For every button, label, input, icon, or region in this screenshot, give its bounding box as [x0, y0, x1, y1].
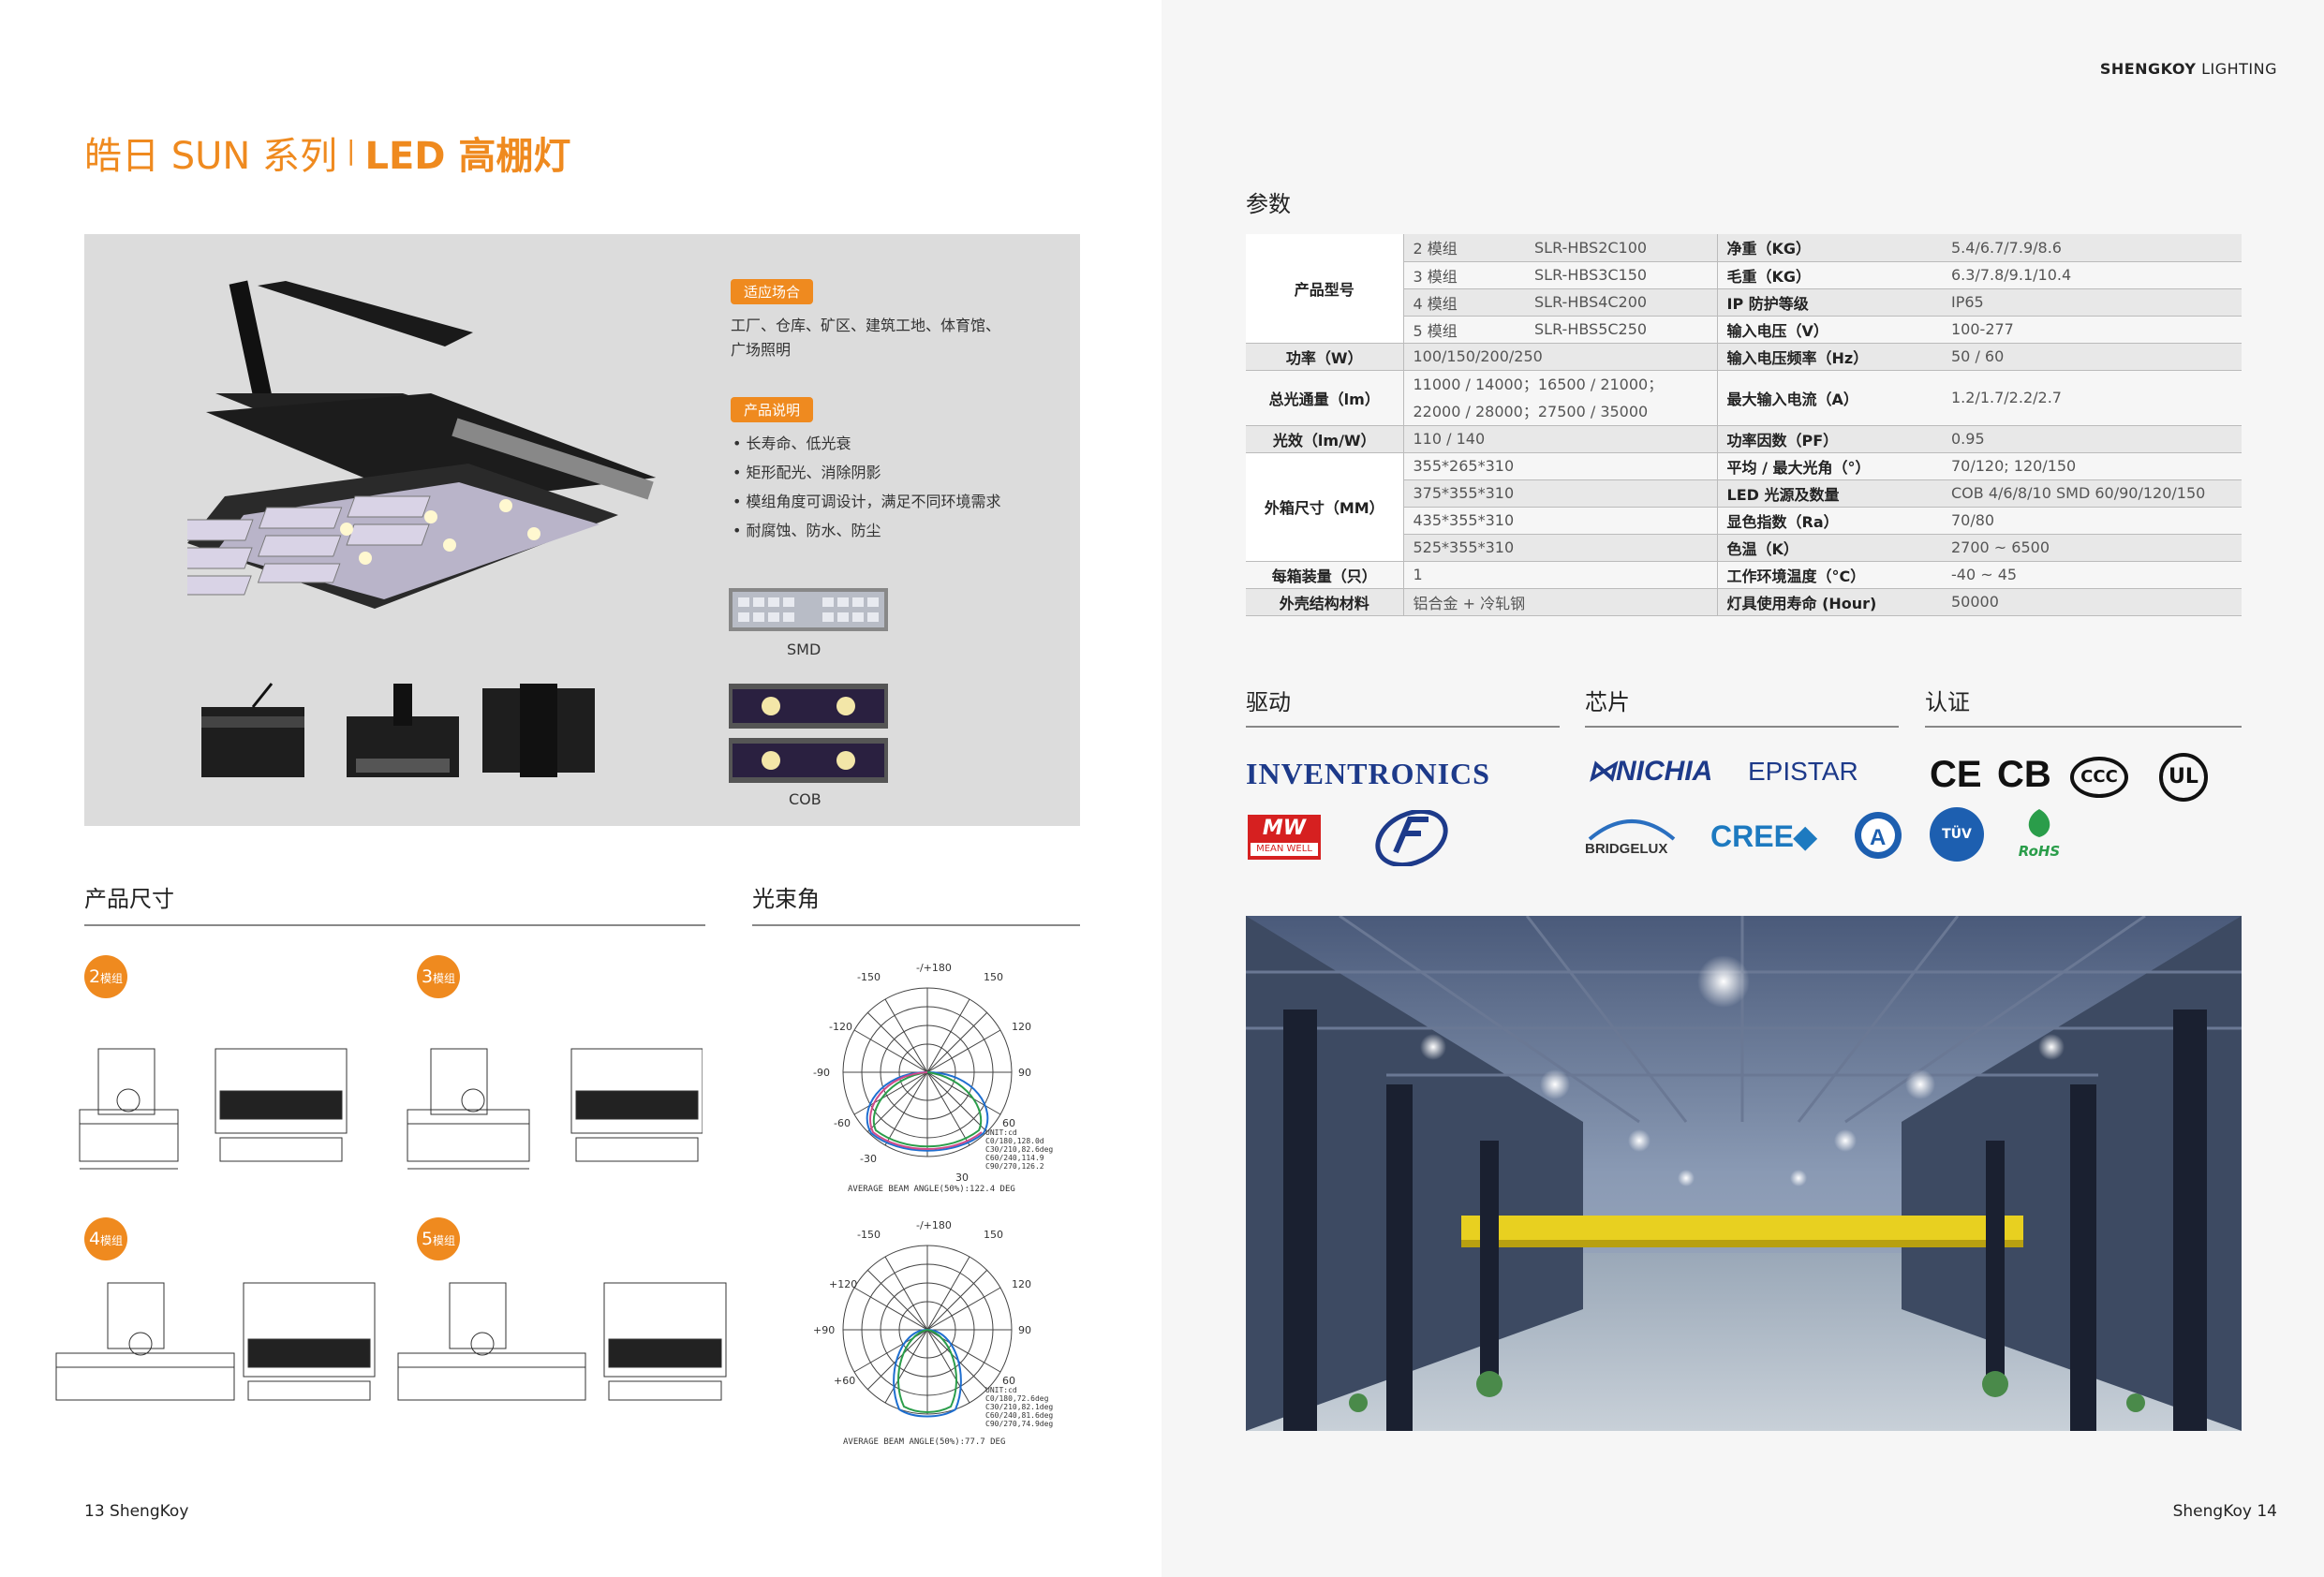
inventronics-logo: INVENTRONICS — [1246, 757, 1490, 790]
application-photo — [1246, 916, 2242, 1431]
smd-module-image — [729, 588, 888, 631]
table-row: 435*355*310 显色指数（Ra）70/80 — [1246, 507, 2242, 535]
table-row: 外箱尺寸（MM） 355*265*310 平均 / 最大光角（°）70/120;… — [1246, 452, 2242, 562]
module-badge-5: 5模组 — [417, 1217, 460, 1260]
section-driver: 驱动 — [1246, 684, 1560, 728]
table-row: 光效（lm/W） 110 / 140 功率因数（PF）0.95 — [1246, 425, 2242, 453]
page-number-left: 13 ShengKoy — [84, 1502, 189, 1521]
ce-mark-icon: CE — [1930, 754, 1982, 795]
table-row: 每箱装量（只） 1 工作环境温度（°C）-40 ~ 45 — [1246, 561, 2242, 589]
feature-item: 长寿命、低光衰 — [733, 429, 1001, 458]
table-row: 功率（W） 100/150/200/250 输入电压频率（Hz）50 / 60 — [1246, 343, 2242, 371]
bridgelux-logo: BRIDGELUX — [1585, 813, 1679, 860]
applications-text: 工厂、仓库、矿区、建筑工地、体育馆、 广场照明 — [731, 317, 1001, 359]
dimension-drawing-3-module — [407, 1048, 703, 1170]
module-badge-4: 4模组 — [84, 1217, 127, 1260]
section-parameters: 参数 — [1246, 191, 1291, 217]
section-product-size: 产品尺寸 — [84, 880, 705, 926]
feature-list: 长寿命、低光衰 矩形配光、消除阴影 模组角度可调设计，满足不同环境需求 耐腐蚀、… — [733, 429, 1001, 545]
cob-label: COB — [789, 790, 822, 808]
fsp-logo-icon — [1375, 810, 1448, 866]
module-badge-3: 3模组 — [417, 955, 460, 998]
feature-item: 矩形配光、消除阴影 — [733, 458, 1001, 487]
rohs-mark-icon: RoHS — [2009, 807, 2069, 863]
dimension-drawing-5-module — [397, 1282, 727, 1401]
brand-header: SHENGKOY LIGHTING — [2099, 60, 2277, 78]
nichia-logo: ⋈NICHIA — [1588, 756, 1713, 787]
dimension-drawing-2-module — [79, 1048, 348, 1170]
product-main-image — [187, 280, 656, 609]
product-hero-panel: 适应场合 工厂、仓库、矿区、建筑工地、体育馆、 广场照明 产品说明 长寿命、低光… — [84, 234, 1080, 826]
section-chip: 芯片 — [1585, 684, 1899, 728]
tuv-mark-icon: TÜV — [1930, 807, 1984, 862]
tag-applications: 适应场合 — [731, 279, 814, 304]
polar-plot-1: -/+180 -150 150 -120 120 -90 90 -60 60 -… — [813, 962, 1054, 1194]
page-number-right: ShengKoy 14 — [2172, 1502, 2277, 1521]
feature-item: 模组角度可调设计，满足不同环境需求 — [733, 487, 1001, 516]
module-badge-2: 2模组 — [84, 955, 127, 998]
tag-description: 产品说明 — [731, 397, 814, 422]
meanwell-logo: MW MEAN WELL — [1248, 815, 1321, 860]
table-row: 总光通量（lm） 11000 / 14000；16500 / 21000；220… — [1246, 370, 2242, 426]
product-side-view — [201, 683, 304, 777]
ccc-mark-icon: CCC — [2070, 757, 2128, 798]
polar-plot-2: -/+180 -150 150 +120 120 +90 90 +60 60 U… — [813, 1219, 1054, 1447]
svg-text:A: A — [1870, 825, 1886, 850]
ul-mark-icon: UL — [2159, 753, 2208, 802]
cob-module-image — [729, 684, 888, 783]
dimension-drawing-4-module — [55, 1282, 376, 1401]
epistar-logo: EPISTAR — [1748, 757, 1858, 786]
cree-logo: CREE◆ — [1710, 819, 1817, 853]
page-title: 皓日 SUN 系列|LED 高棚灯 — [84, 135, 571, 178]
feature-item: 耐腐蚀、防水、防尘 — [733, 516, 1001, 545]
table-row: 外壳结构材料 铝合金 + 冷轧钢 灯具使用寿命 (Hour)50000 — [1246, 588, 2242, 616]
table-row: 525*355*310 色温（K）2700 ~ 6500 — [1246, 534, 2242, 562]
product-front-view — [347, 684, 459, 777]
cb-mark-icon: CB — [1997, 754, 2051, 795]
chip-brand-a-logo: A — [1855, 812, 1902, 859]
section-beam-angle: 光束角 — [752, 880, 1080, 926]
section-certification: 认证 — [1925, 684, 2242, 728]
product-top-view — [482, 684, 595, 777]
smd-label: SMD — [787, 641, 822, 658]
